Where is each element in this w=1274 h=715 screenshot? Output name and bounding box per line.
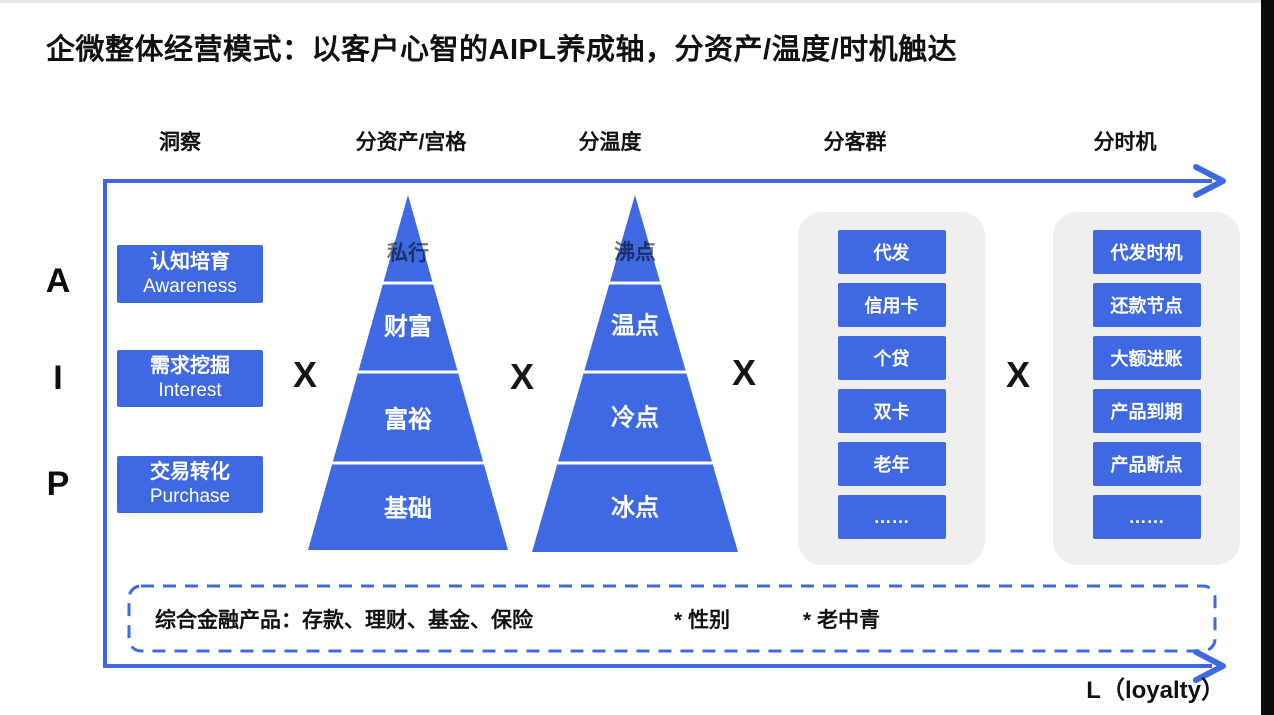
asset-tier-label: 财富 [384, 313, 432, 341]
timing-item: 产品断点 [1092, 442, 1201, 486]
aipl-top-axis-arrowhead-icon [1193, 164, 1226, 198]
segment-item: 老年 [837, 442, 946, 486]
column-header-timing: 分时机 [1093, 131, 1157, 154]
temperature-tier-label: 冷点 [611, 404, 659, 432]
insight-label-en: Interest [158, 380, 222, 402]
insight-label-cn: 交易转化 [150, 461, 230, 484]
timing-item-ellipsis: …… [1092, 495, 1201, 539]
timing-item: 产品到期 [1092, 389, 1201, 433]
column-header-temperature: 分温度 [578, 131, 642, 154]
segment-item: 双卡 [837, 389, 946, 433]
segment-item: 个贷 [837, 336, 946, 380]
column-header-insight: 洞察 [159, 131, 201, 154]
customer-segment-panel: 代发 信用卡 个贷 双卡 老年 …… [798, 212, 985, 565]
temperature-tier-label: 沸点 [614, 241, 656, 264]
footnote-age: * 老中青 [803, 608, 881, 632]
segment-item: 信用卡 [837, 283, 946, 327]
insight-label-cn: 需求挖掘 [150, 355, 230, 378]
temperature-tier-label: 温点 [611, 312, 659, 340]
insight-box-awareness: 认知培育 Awareness [117, 245, 263, 303]
multiply-symbol: X [1005, 354, 1031, 395]
timing-panel: 代发时机 还款节点 大额进账 产品到期 产品断点 …… [1053, 212, 1240, 565]
footnote-box: 综合金融产品：存款、理财、基金、保险 * 性别 * 老中青 [129, 586, 1215, 651]
footnote-products: 综合金融产品：存款、理财、基金、保险 [155, 608, 533, 632]
column-header-segment: 分客群 [823, 131, 887, 154]
asset-tier-label: 富裕 [384, 406, 432, 434]
footnote-gender: * 性别 [674, 608, 731, 632]
segment-item-ellipsis: …… [837, 495, 946, 539]
asset-tier-label: 基础 [384, 495, 432, 523]
insight-label-en: Purchase [149, 486, 231, 508]
timing-item: 还款节点 [1092, 283, 1201, 327]
loyalty-axis-label: L（loyalty） [1086, 677, 1225, 704]
insight-box-interest: 需求挖掘 Interest [117, 350, 263, 407]
insight-label-cn: 认知培育 [150, 250, 230, 273]
page-title: 企微整体经营模式：以客户心智的AIPL养成轴，分资产/温度/时机触达 [46, 34, 958, 66]
asset-tier-label: 私行 [387, 242, 429, 265]
segment-item: 代发 [837, 230, 946, 274]
aipl-letter-p: P [46, 465, 70, 503]
timing-item: 大额进账 [1092, 336, 1201, 380]
aipl-letter-a: A [45, 262, 71, 300]
insight-box-purchase: 交易转化 Purchase [117, 456, 263, 513]
window-right-edge [1261, 0, 1274, 715]
multiply-symbol: X [509, 356, 535, 397]
insight-label-en: Awareness [143, 275, 237, 297]
multiply-symbol: X [731, 352, 757, 393]
timing-item: 代发时机 [1092, 230, 1201, 274]
column-header-asset-grid: 分资产/宫格 [355, 131, 467, 154]
aipl-letter-i: I [53, 359, 63, 397]
slide-top-edge [0, 0, 1274, 3]
multiply-symbol: X [292, 354, 318, 395]
temperature-tier-label: 冰点 [611, 494, 659, 522]
